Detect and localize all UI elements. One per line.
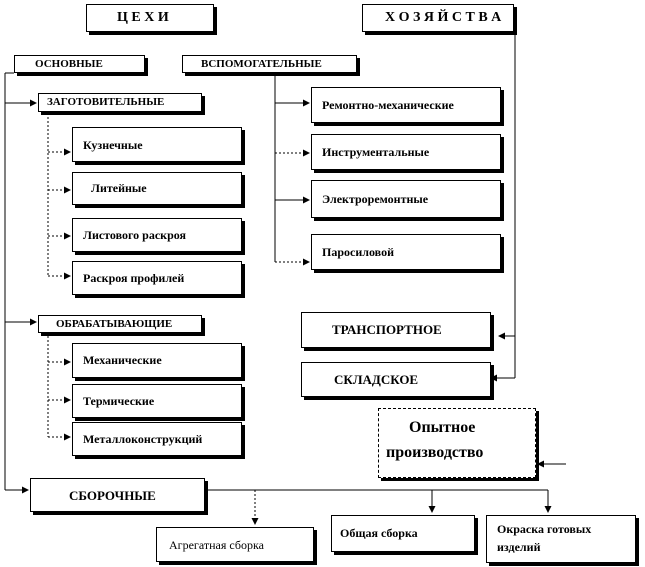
assembly-item-label: Агрегатная сборка (169, 538, 264, 552)
processing-item-label: Металлоконструкций (83, 432, 203, 446)
assembly-item-general: Общая сборка (331, 515, 475, 552)
assembly-group-box: СБОРОЧНЫЕ (30, 478, 205, 512)
processing-group-label: ОБРАБАТЫВАЮЩИЕ (56, 318, 173, 330)
experimental-production-line1: Опытное (409, 419, 476, 436)
procurement-group-label: ЗАГОТОВИТЕЛЬНЫЕ (47, 96, 165, 108)
shops-header-label: Ц Е Х И (117, 10, 169, 25)
farm-item-warehouse: СКЛАДСКОЕ (301, 362, 491, 397)
main-group-box: ОСНОВНЫЕ (14, 55, 145, 73)
main-group-label: ОСНОВНЫЕ (35, 58, 103, 70)
assembly-group-label: СБОРОЧНЫЕ (69, 488, 156, 503)
auxiliary-item-tool: Инструментальные (311, 134, 501, 170)
auxiliary-item-label: Ремонтно-механические (322, 98, 454, 112)
assembly-item-label: Общая сборка (340, 526, 418, 540)
procurement-item-label: Листового раскроя (83, 228, 187, 242)
auxiliary-item-label: Электроремонтные (322, 192, 429, 206)
procurement-group-box: ЗАГОТОВИТЕЛЬНЫЕ (38, 93, 202, 112)
procurement-item-profile-cutting: Раскроя профилей (72, 261, 242, 295)
auxiliary-item-steam-power: Паросиловой (311, 234, 501, 270)
assembly-item-label-line1: Окраска готовых (497, 522, 592, 536)
processing-item-mechanical: Механические (72, 343, 242, 378)
assembly-item-aggregate: Агрегатная сборка (156, 527, 314, 562)
procurement-item-label: Литейные (91, 181, 147, 195)
processing-item-label: Механические (83, 353, 162, 367)
auxiliary-item-repair-mechanical: Ремонтно-механические (311, 87, 501, 123)
auxiliary-group-box: ВСПОМОГАТЕЛЬНЫЕ (182, 55, 357, 73)
auxiliary-group-label: ВСПОМОГАТЕЛЬНЫЕ (201, 58, 322, 70)
processing-item-label: Термические (83, 394, 155, 408)
auxiliary-item-label: Инструментальные (322, 145, 430, 159)
assembly-item-label-line2: изделий (497, 540, 541, 554)
farm-item-label: ТРАНСПОРТНОЕ (332, 322, 442, 337)
farms-header-box: Х О З Я Й С Т В А (362, 4, 514, 32)
shops-header-box: Ц Е Х И (86, 4, 214, 32)
assembly-item-painting: Окраска готовых изделий (486, 515, 636, 563)
experimental-production-box: Опытное производство (378, 408, 536, 478)
procurement-item-forging: Кузнечные (72, 127, 242, 162)
procurement-item-sheet-cutting: Листового раскроя (72, 218, 242, 252)
processing-group-box: ОБРАБАТЫВАЮЩИЕ (38, 315, 202, 333)
farm-item-label: СКЛАДСКОЕ (334, 372, 419, 387)
auxiliary-item-label: Паросиловой (322, 245, 394, 259)
procurement-item-label: Кузнечные (83, 138, 143, 152)
processing-item-thermal: Термические (72, 384, 242, 418)
farms-header-label: Х О З Я Й С Т В А (385, 10, 502, 25)
auxiliary-item-electrical-repair: Электроремонтные (311, 180, 501, 218)
farm-item-transport: ТРАНСПОРТНОЕ (301, 312, 491, 348)
procurement-item-casting: Литейные (72, 172, 242, 205)
procurement-item-label: Раскроя профилей (83, 271, 185, 285)
experimental-production-line2: производство (386, 444, 484, 461)
processing-item-metal-structures: Металлоконструкций (72, 422, 242, 456)
